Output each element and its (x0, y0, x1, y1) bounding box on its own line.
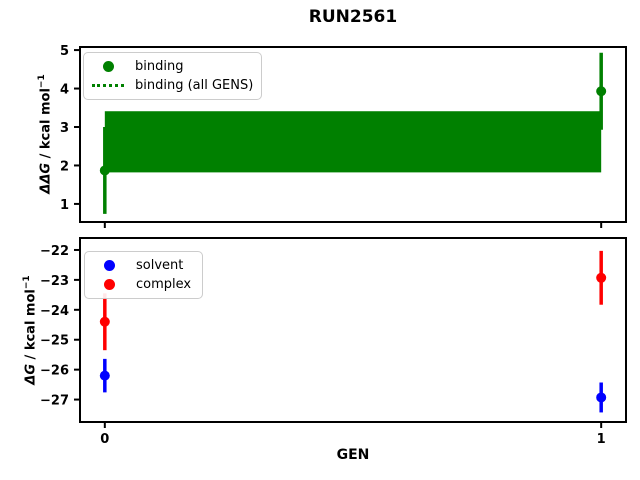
legend-marker-area (92, 61, 124, 72)
ylabel-math-part: ΔG (23, 363, 39, 385)
dotted-line-icon (92, 84, 124, 87)
legend-item-binding-all-gens: binding (all GENS) (92, 76, 254, 95)
binding-dot-icon (102, 61, 114, 72)
x-axis-label: GEN (336, 447, 370, 463)
binding-data-point (596, 86, 607, 97)
binding-legend: binding binding (all GENS) (83, 52, 262, 100)
y-tick-label: −22 (40, 244, 69, 259)
y-tick-label: 5 (60, 44, 69, 59)
y-tick-label: −26 (40, 364, 69, 379)
legend-item-binding: binding (92, 57, 252, 76)
ylabel-unit-part: / kcal mol (23, 289, 39, 364)
axes-frame (79, 46, 627, 223)
binding-data-point (99, 165, 110, 176)
x-tick-label: 0 (100, 432, 109, 447)
ylabel-superscript: −1 (22, 275, 32, 290)
y-tick-label: −23 (40, 274, 69, 289)
y-tick-label: −27 (40, 394, 69, 409)
y-tick-label: 2 (60, 159, 69, 174)
legend-marker-area (92, 84, 124, 87)
legend-label: binding (135, 59, 184, 74)
y-tick-label: −24 (40, 304, 69, 319)
legend-item-solvent: solvent (93, 256, 193, 275)
ylabel-math-part: ΔΔG (38, 162, 54, 194)
legend-marker-area (93, 260, 125, 271)
solvent-data-point (99, 370, 110, 381)
legend-item-complex: complex (93, 275, 193, 294)
legend-label: solvent (136, 258, 184, 273)
y-tick-label: 3 (60, 121, 69, 136)
y-tick-label: 4 (60, 83, 69, 98)
complex-dot-icon (103, 279, 115, 290)
y-tick-label: 1 (60, 198, 69, 213)
y-axis-label-binding: ΔΔG / kcal mol−1 (33, 49, 54, 219)
x-tick-label: 1 (597, 432, 606, 447)
complex-data-point (596, 272, 607, 283)
axes-frame (79, 237, 627, 423)
solvent-data-point (596, 392, 607, 403)
all-gens-uncertainty-band (104, 111, 602, 173)
legend-label: binding (all GENS) (135, 78, 254, 93)
solvent-dot-icon (103, 260, 115, 271)
complex-data-point (99, 316, 110, 327)
ylabel-unit-part: / kcal mol (38, 88, 54, 163)
legend-label: complex (136, 277, 192, 292)
figure-title: RUN2561 (308, 7, 398, 27)
ylabel-superscript: −1 (37, 74, 47, 89)
dg-legend: solvent complex (84, 251, 203, 299)
legend-marker-area (93, 279, 125, 290)
y-tick-label: −25 (40, 334, 69, 349)
y-axis-label-dg: ΔG / kcal mol−1 (18, 245, 39, 415)
